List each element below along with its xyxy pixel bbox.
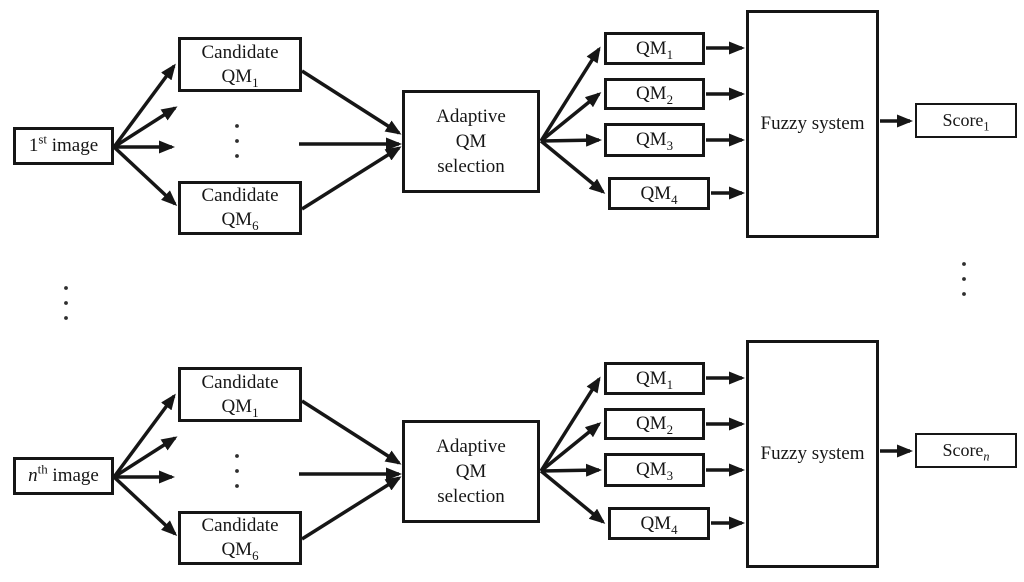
vertical-ellipsis-right-icon <box>962 262 966 296</box>
score-label: Scoren <box>942 440 990 464</box>
candidate-label-line1: Candidate <box>201 515 279 537</box>
qm1-box-row2: QM1 <box>604 362 705 395</box>
fuzzy-system-box-row2: Fuzzy system <box>746 340 879 568</box>
qm-label: QM3 <box>635 459 674 483</box>
score-box-row2: Scoren <box>915 433 1017 468</box>
adaptive-label-line3: selection <box>437 156 505 178</box>
qm3-box-row1: QM3 <box>604 123 705 157</box>
qm-label: QM3 <box>635 129 674 153</box>
input-image-box-row1: 1st image <box>13 127 114 165</box>
qm-label: QM4 <box>640 512 678 537</box>
adaptive-label-line1: Adaptive <box>436 435 506 457</box>
candidate-label-line1: Candidate <box>201 371 279 393</box>
qm2-box-row1: QM2 <box>604 78 705 110</box>
qm-label: QM4 <box>640 182 678 207</box>
qm3-box-row2: QM3 <box>604 453 705 487</box>
qm4-box-row1: QM4 <box>608 177 710 210</box>
candidate-qm1-box-row2: Candidate QM1 <box>178 367 302 422</box>
fuzzy-system-label: Fuzzy system <box>760 443 865 465</box>
adaptive-label-line2: QM <box>455 460 487 482</box>
score-box-row1: Score1 <box>915 103 1017 138</box>
qm4-box-row2: QM4 <box>608 507 710 540</box>
fuzzy-system-box-row1: Fuzzy system <box>746 10 879 238</box>
input-image-label: 1st image <box>28 131 99 157</box>
candidate-label-line1: Candidate <box>201 41 279 63</box>
fuzzy-system-label: Fuzzy system <box>760 113 865 135</box>
candidate-label-line2: QM1 <box>221 395 259 420</box>
qm-label: QM1 <box>635 37 674 62</box>
vertical-ellipsis-left-icon <box>64 286 68 320</box>
qm2-box-row2: QM2 <box>604 408 705 440</box>
qm1-box-row1: QM1 <box>604 32 705 65</box>
candidate-qm6-box-row2: Candidate QM6 <box>178 511 302 565</box>
adaptive-label-line3: selection <box>437 486 505 508</box>
candidate-label-line1: Candidate <box>201 185 279 207</box>
qm-label: QM2 <box>635 83 674 107</box>
candidate-label-line2: QM6 <box>221 209 259 233</box>
candidate-label-line2: QM6 <box>221 539 259 563</box>
qm-label: QM2 <box>635 413 674 437</box>
input-image-label: nth image <box>28 461 99 487</box>
score-label: Score1 <box>942 110 990 134</box>
adaptive-label-line2: QM <box>455 130 487 152</box>
candidate-qm6-box-row1: Candidate QM6 <box>178 181 302 235</box>
candidate-label-line2: QM1 <box>221 65 259 90</box>
adaptive-qm-selection-box-row2: Adaptive QM selection <box>402 420 540 523</box>
adaptive-qm-selection-box-row1: Adaptive QM selection <box>402 90 540 193</box>
input-image-box-row2: nth image <box>13 457 114 495</box>
qm-label: QM1 <box>635 367 674 392</box>
candidate-qm1-box-row1: Candidate QM1 <box>178 37 302 92</box>
adaptive-label-line1: Adaptive <box>436 105 506 127</box>
